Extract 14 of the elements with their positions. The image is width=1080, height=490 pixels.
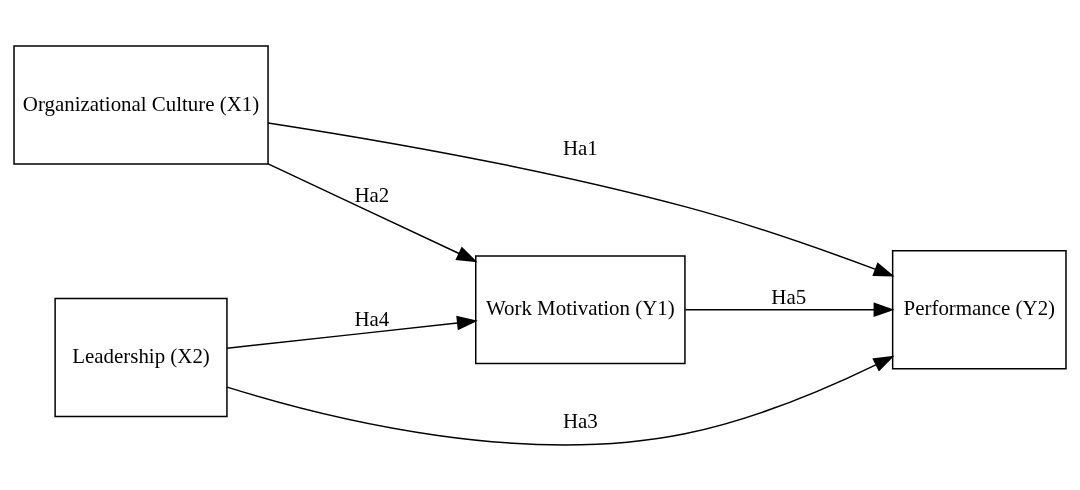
edge-label: Ha2 [354,182,390,207]
arrow [226,315,478,349]
arrow [267,162,478,262]
edge-label: Ha1 [562,135,598,160]
edge-label: Ha4 [354,306,390,331]
arrow [226,355,895,446]
edge-label: Ha5 [771,284,807,309]
arrow [684,301,895,317]
node-box: Performance (Y2) [891,249,1067,369]
node-box: Work Motivation (Y1) [475,254,686,364]
node-box: Leadership (X2) [54,297,228,417]
arrow [267,121,895,277]
edge-label: Ha3 [562,408,598,433]
node-box: Organizational Culture (X1) [13,44,269,165]
